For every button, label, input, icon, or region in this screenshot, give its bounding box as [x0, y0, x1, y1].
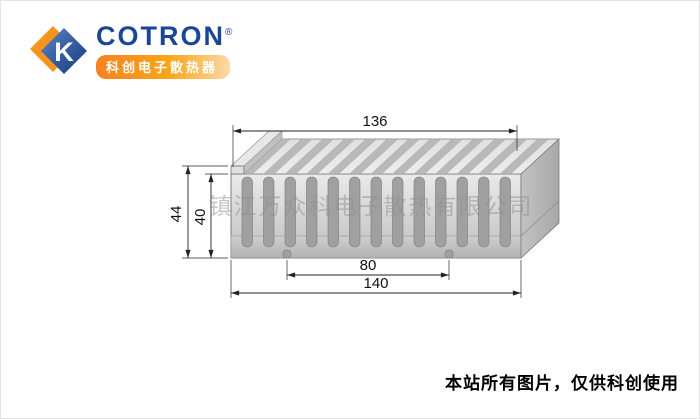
watermark-text: 镇江万众科电子散热有限公司 — [209, 193, 534, 219]
logo: K COTRON® 科创电子散热器 — [27, 21, 234, 85]
dim-inner-span: 80 — [286, 257, 450, 280]
dim-label-140: 140 — [363, 275, 388, 292]
fin-slots — [241, 176, 511, 248]
dim-label-136: 136 — [362, 113, 387, 130]
logo-letter: K — [54, 37, 74, 67]
dim-label-40: 40 — [192, 209, 209, 226]
dim-top-width: 136 — [232, 113, 518, 167]
logo-mark: K — [30, 26, 87, 74]
dim-label-80: 80 — [360, 257, 377, 274]
logo-diamond-blue-icon — [41, 28, 87, 74]
dim-label-44: 44 — [168, 206, 185, 223]
fin-top-stripes — [241, 138, 550, 175]
left-lip — [230, 130, 283, 175]
dim-fin-height: 40 — [192, 173, 228, 258]
dim-overall-width: 140 — [230, 260, 522, 298]
side-base-edge — [520, 200, 560, 237]
brand-word: COTRON — [96, 21, 225, 51]
side-face — [520, 138, 560, 259]
brand-name: COTRON® — [96, 21, 234, 52]
dim-overall-height: 44 — [168, 165, 228, 259]
mount-notch — [444, 249, 454, 259]
mount-notch — [282, 249, 292, 259]
heatsink-body — [229, 130, 561, 259]
registered-mark: ® — [225, 27, 235, 38]
logo-text: COTRON® 科创电子散热器 — [96, 21, 234, 80]
brand-tagline: 科创电子散热器 — [96, 55, 231, 80]
site-notice: 本站所有图片，仅供科创使用 — [445, 374, 679, 393]
